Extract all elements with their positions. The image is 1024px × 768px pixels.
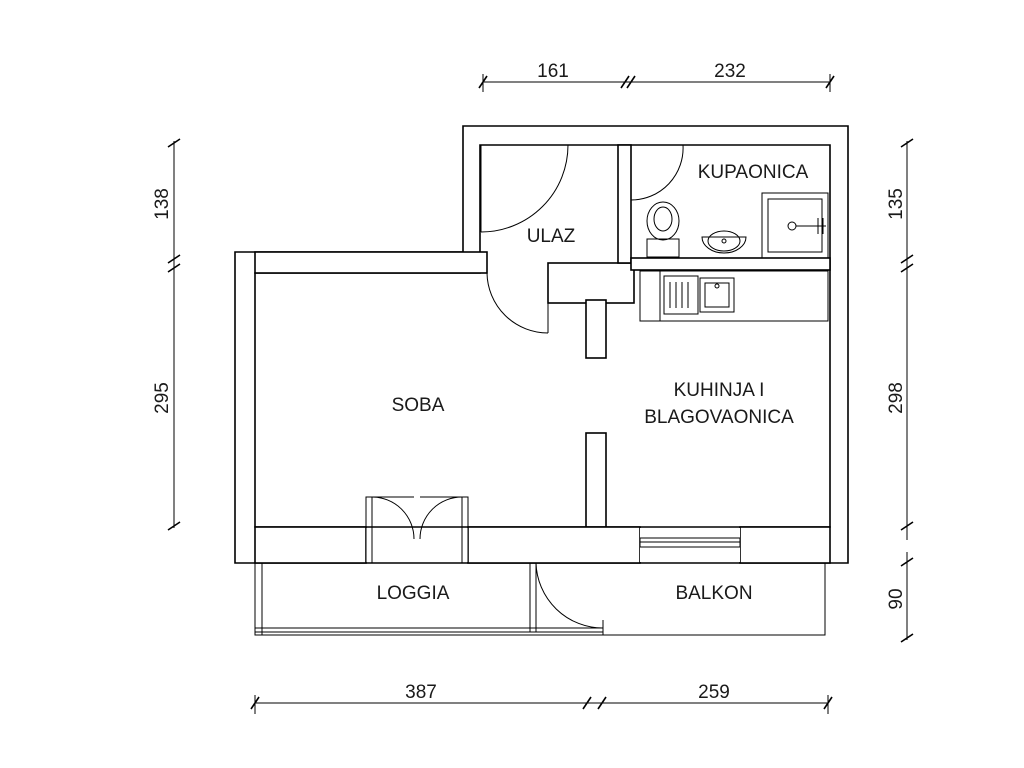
kitchen-sink-icon bbox=[699, 277, 735, 313]
balconies bbox=[254, 562, 826, 636]
dim-gap bbox=[900, 540, 914, 552]
dim-tick bbox=[900, 521, 914, 531]
dim-top-left: 161 bbox=[537, 61, 569, 82]
room-label-soba: SOBA bbox=[392, 395, 445, 416]
loggia-door-jamb-left bbox=[365, 496, 373, 564]
loggia-door-swing-right bbox=[419, 496, 463, 540]
wall-kitchen-pillar bbox=[585, 299, 607, 359]
wall-bottom-mid bbox=[467, 526, 641, 564]
washbasin-drain bbox=[721, 238, 727, 244]
dim-right-bottom: 90 bbox=[886, 588, 907, 609]
dim-right-top: 135 bbox=[886, 188, 907, 220]
wall-soba-kitchen bbox=[585, 432, 607, 528]
shower-tray-icon bbox=[761, 192, 829, 259]
wall-bottom-left bbox=[254, 526, 367, 564]
dim-tick bbox=[620, 75, 630, 89]
room-label-kuhinja-line1: KUHINJA I bbox=[674, 380, 765, 401]
dim-tick bbox=[626, 75, 636, 89]
wall-ulaz-kitchen bbox=[547, 262, 635, 304]
room-label-kuhinja-line2: BLAGOVAONICA bbox=[644, 407, 794, 428]
room-label-kupaonica: KUPAONICA bbox=[698, 162, 809, 183]
kitchen-sink-drain bbox=[714, 283, 720, 289]
soba-door-swing bbox=[486, 272, 549, 334]
exterior-wall bbox=[234, 125, 849, 564]
dim-left-bottom: 295 bbox=[152, 382, 173, 414]
dim-tick bbox=[900, 138, 914, 148]
room-label-balkon: BALKON bbox=[675, 583, 752, 604]
loggia-door-swing-left bbox=[371, 496, 415, 540]
dim-tick bbox=[167, 521, 181, 531]
dim-tick bbox=[597, 696, 607, 710]
opening-bathroom-door bbox=[631, 127, 683, 144]
toilet-bowl-inner bbox=[653, 206, 673, 232]
kitchen-sink-basin bbox=[704, 282, 730, 308]
dim-tick bbox=[582, 696, 592, 710]
stove-icon bbox=[663, 275, 699, 315]
toilet-tank bbox=[646, 238, 680, 258]
dim-right-middle: 298 bbox=[886, 382, 907, 414]
room-label-loggia: LOGGIA bbox=[377, 583, 450, 604]
shower-drain bbox=[787, 221, 797, 231]
dim-left-top: 138 bbox=[152, 188, 173, 220]
dim-tick bbox=[167, 138, 181, 148]
dim-tick bbox=[167, 254, 181, 264]
bathroom-door-swing bbox=[630, 144, 684, 201]
wall-bottom-right bbox=[739, 526, 831, 564]
wall-soba-top bbox=[254, 251, 488, 274]
dim-tick bbox=[900, 557, 914, 567]
washbasin-icon bbox=[701, 236, 747, 254]
walls bbox=[234, 125, 849, 564]
dim-tick bbox=[900, 263, 914, 273]
opening-kitchen-balkon bbox=[640, 528, 740, 562]
toilet-icon bbox=[646, 201, 680, 241]
wall-bathroom-bottom bbox=[630, 257, 831, 271]
opening-entry-door bbox=[481, 127, 617, 144]
dim-bottom-left: 387 bbox=[405, 682, 437, 703]
dim-bottom-right: 259 bbox=[698, 682, 730, 703]
dimension-lines: 161 232 387 259 138 295 135 298 90 bbox=[152, 61, 914, 714]
fixtures bbox=[639, 192, 829, 322]
opening-soba-loggia bbox=[366, 528, 468, 562]
entry-door-swing bbox=[480, 144, 569, 233]
loggia-door-jamb-right bbox=[461, 496, 469, 564]
kitchen-counter bbox=[639, 270, 829, 322]
wall-bathroom-left bbox=[617, 144, 632, 264]
balkon-door-swing bbox=[535, 562, 604, 629]
doors-windows bbox=[365, 144, 741, 564]
dim-tick bbox=[900, 254, 914, 264]
dim-top-right: 232 bbox=[714, 61, 746, 82]
dim-tick bbox=[900, 633, 914, 643]
room-labels: KUPAONICA ULAZ SOBA KUHINJA I BLAGOVAONI… bbox=[377, 162, 809, 604]
dim-tick bbox=[167, 263, 181, 273]
washbasin-bowl bbox=[707, 230, 741, 252]
room-label-ulaz: ULAZ bbox=[527, 226, 576, 247]
